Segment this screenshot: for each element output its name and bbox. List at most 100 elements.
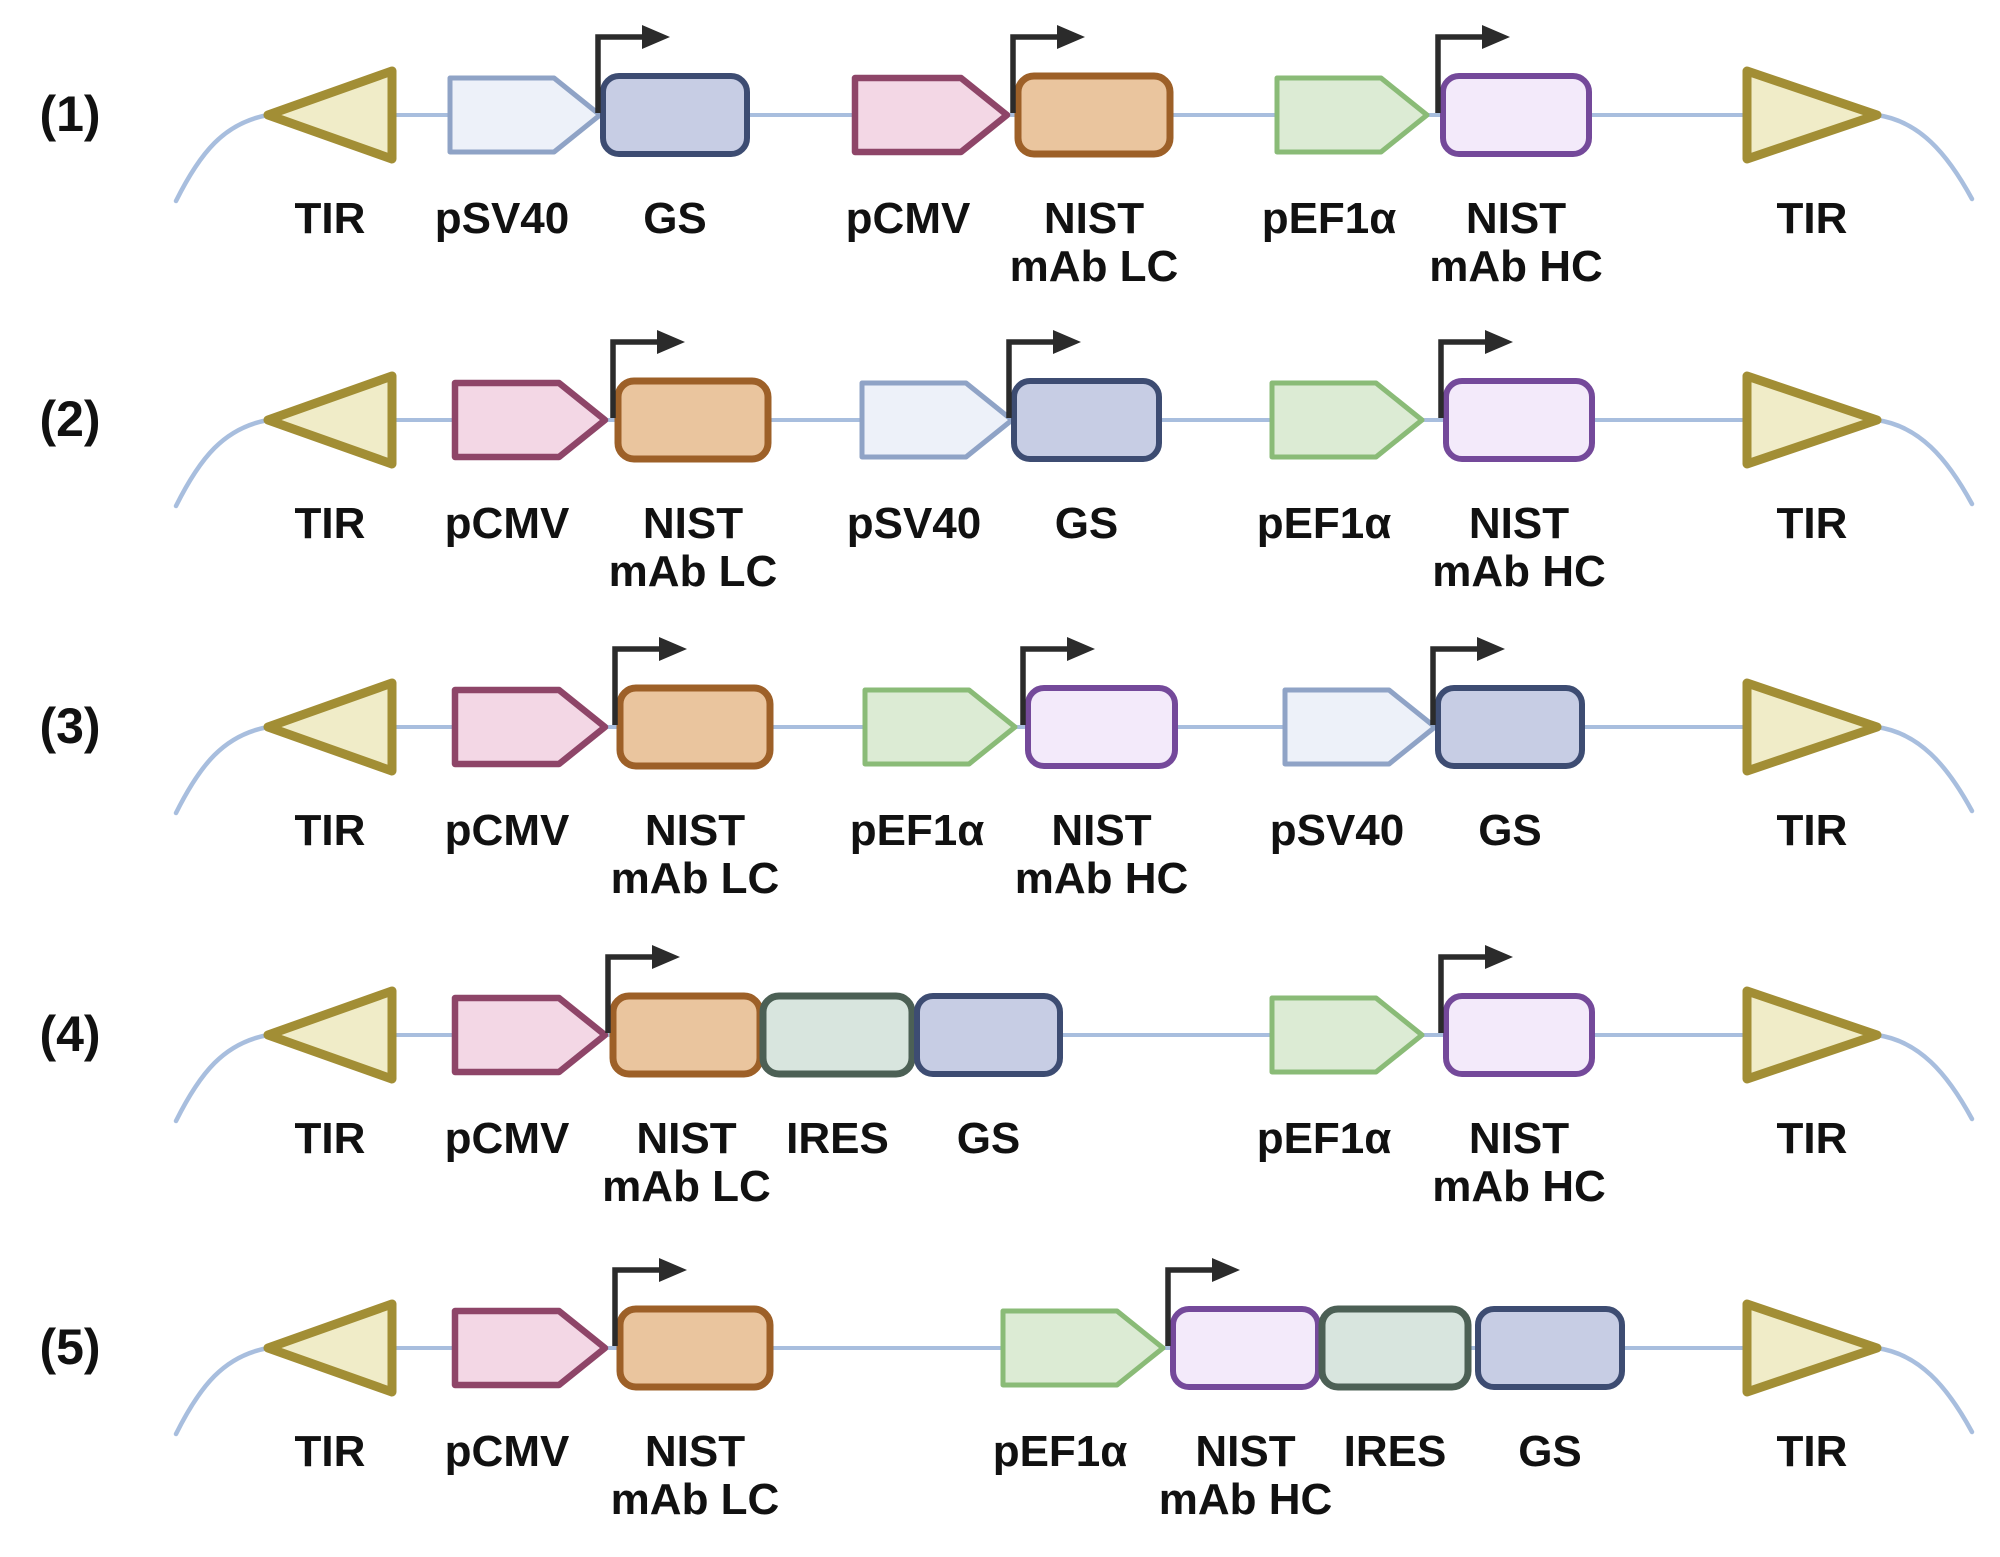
element-label: pEF1α <box>1257 1114 1392 1163</box>
gene-box-gs <box>1011 378 1162 462</box>
row-number: (5) <box>39 1319 100 1375</box>
promoter-arrow-pcmv <box>851 74 1011 156</box>
row-number: (2) <box>39 391 100 447</box>
transcription-start-arrowhead <box>1485 945 1513 969</box>
tir-triangle-left <box>263 986 397 1084</box>
element-label: pEF1α <box>1257 499 1392 548</box>
element-label: pCMV <box>445 806 570 855</box>
tir-triangle-left <box>263 678 397 776</box>
element-label: NIST <box>645 1427 745 1476</box>
tir-triangle-left <box>263 66 397 164</box>
element-label: NIST <box>1044 194 1144 243</box>
gene-box-hc <box>1443 378 1595 462</box>
backbone-curve-left <box>173 417 271 509</box>
row-number: (4) <box>39 1006 100 1062</box>
transcription-start-arrowhead <box>1057 25 1085 49</box>
transcription-start-arrowhead <box>659 1258 687 1282</box>
element-label: pEF1α <box>1262 194 1397 243</box>
element-label: TIR <box>295 194 366 243</box>
gene-box-lc <box>616 684 774 770</box>
element-label: pEF1α <box>993 1427 1128 1476</box>
transcription-start-arrow <box>1165 1267 1214 1346</box>
row-number: (3) <box>39 698 100 754</box>
transcription-start-arrowhead <box>1053 330 1081 354</box>
gene-box-hc <box>1443 993 1595 1077</box>
promoter-arrow-psv40 <box>447 75 603 155</box>
element-label-line2: mAb LC <box>1010 242 1179 291</box>
promoter-arrow-pef1a <box>1000 1308 1166 1388</box>
transcription-start-arrowhead <box>657 330 685 354</box>
promoter-arrow-pcmv <box>451 1307 609 1389</box>
transcription-start-arrowhead <box>1485 330 1513 354</box>
promoter-arrow-pcmv <box>451 686 609 768</box>
backbone-curve-right <box>1874 1032 1975 1122</box>
element-label-line2: mAb HC <box>1432 547 1606 596</box>
promoter-arrow-psv40 <box>859 380 1015 460</box>
promoter-arrow-pef1a <box>862 687 1018 767</box>
gene-box-gs <box>914 993 1063 1077</box>
element-label: NIST <box>1469 1114 1569 1163</box>
transcription-start-arrowhead <box>642 25 670 49</box>
promoter-arrow-pcmv <box>451 994 609 1076</box>
tir-triangle-right <box>1742 1299 1882 1397</box>
element-label: TIR <box>1777 806 1848 855</box>
element-label: pSV40 <box>847 499 982 548</box>
gene-box-lc <box>614 377 772 463</box>
element-label-line2: mAb HC <box>1159 1475 1333 1524</box>
backbone-curve-left <box>173 1345 271 1437</box>
element-label: NIST <box>645 806 745 855</box>
element-label: GS <box>957 1114 1021 1163</box>
element-label: TIR <box>1777 194 1848 243</box>
gene-box-lc <box>609 992 764 1078</box>
gene-box-gs <box>600 73 750 157</box>
element-label: pCMV <box>445 1427 570 1476</box>
element-label: TIR <box>1777 1114 1848 1163</box>
gene-box-lc <box>616 1305 774 1391</box>
gene-box-gs <box>1435 685 1585 769</box>
gene-box-ires <box>759 992 916 1078</box>
backbone-curve-left <box>173 112 271 204</box>
transcription-start-arrow <box>1438 954 1487 1033</box>
element-label: pSV40 <box>1270 806 1405 855</box>
transcription-start-arrow <box>595 34 644 113</box>
transcription-start-arrow <box>1006 339 1055 418</box>
element-label: NIST <box>1469 499 1569 548</box>
element-label-line2: mAb HC <box>1432 1162 1606 1211</box>
element-label-line2: mAb HC <box>1015 854 1189 903</box>
element-label-line2: mAb LC <box>611 854 780 903</box>
row-number: (1) <box>39 86 100 142</box>
element-label: GS <box>643 194 707 243</box>
tir-triangle-right <box>1742 986 1882 1084</box>
element-label-line2: mAb HC <box>1429 242 1603 291</box>
promoter-arrow-pef1a <box>1269 380 1425 460</box>
backbone-curve-right <box>1874 724 1975 814</box>
element-label: NIST <box>1466 194 1566 243</box>
gene-box-gs <box>1475 1306 1625 1390</box>
tir-triangle-right <box>1742 66 1882 164</box>
element-label: IRES <box>786 1114 889 1163</box>
transcription-start-arrow <box>605 954 654 1033</box>
transcription-start-arrow <box>1438 339 1487 418</box>
element-label: IRES <box>1344 1427 1447 1476</box>
transcription-start-arrow <box>610 339 659 418</box>
gene-box-lc <box>1014 72 1174 158</box>
transcription-start-arrow <box>1430 646 1479 725</box>
element-label-line2: mAb LC <box>602 1162 771 1211</box>
backbone-curve-left <box>173 724 271 816</box>
gene-box-hc <box>1170 1306 1321 1390</box>
tir-triangle-right <box>1742 678 1882 776</box>
element-label: pEF1α <box>850 806 985 855</box>
gene-box-ires <box>1318 1305 1472 1391</box>
backbone-curve-right <box>1874 417 1975 507</box>
promoter-arrow-pef1a <box>1269 995 1425 1075</box>
element-label: pSV40 <box>435 194 570 243</box>
element-label: NIST <box>1195 1427 1295 1476</box>
element-label: GS <box>1478 806 1542 855</box>
element-label: TIR <box>295 499 366 548</box>
element-label-line2: mAb LC <box>611 1475 780 1524</box>
promoter-arrow-pef1a <box>1274 75 1430 155</box>
element-label: pCMV <box>445 1114 570 1163</box>
element-label: TIR <box>1777 1427 1848 1476</box>
